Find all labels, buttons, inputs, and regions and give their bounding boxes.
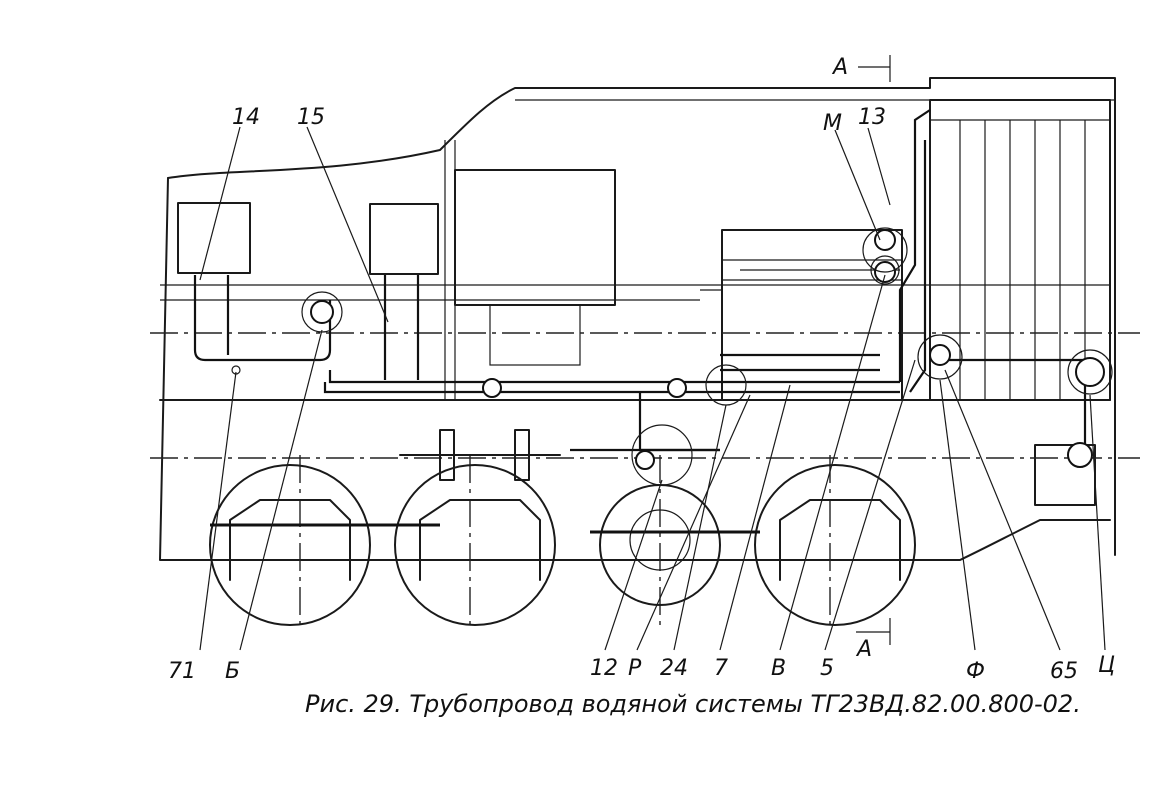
label-13: 13 xyxy=(858,105,886,130)
locomotive-body xyxy=(159,77,1116,561)
leader-lines xyxy=(199,126,1106,651)
label-ts-cyr: Ц xyxy=(1098,653,1115,678)
bottom-labels: 71 Б 12 Р 24 7 В 5 Ф 65 Ц xyxy=(168,653,1115,684)
callout-circles xyxy=(301,227,1113,486)
section-marker-bottom: А xyxy=(855,618,891,662)
label-12: 12 xyxy=(590,656,618,681)
engine-block xyxy=(454,169,903,401)
figure-caption: Рис. 29. Трубопровод водяной системы ТГ2… xyxy=(305,690,1081,718)
top-labels: 14 15 М 13 xyxy=(232,105,886,136)
left-water-tank xyxy=(177,202,251,274)
section-marker-top-label: А xyxy=(831,55,848,80)
label-r-cyr: Р xyxy=(628,656,642,681)
label-v-cyr: В xyxy=(771,656,786,681)
label-14: 14 xyxy=(232,105,260,130)
wheelset xyxy=(209,429,916,626)
label-7: 7 xyxy=(714,656,728,681)
main-pipeline xyxy=(193,109,1087,452)
section-marker-bottom-label: А xyxy=(855,637,872,662)
label-b-cyr: Б xyxy=(225,659,240,684)
label-m: М xyxy=(823,111,842,136)
label-f-cyr: Ф xyxy=(966,659,985,684)
label-5: 5 xyxy=(820,656,834,681)
label-24: 24 xyxy=(660,656,688,681)
section-marker-top: А xyxy=(831,55,891,82)
valves xyxy=(231,229,1105,470)
label-71: 71 xyxy=(168,659,196,684)
label-15: 15 xyxy=(297,105,325,130)
centerlines xyxy=(150,332,1140,630)
radiator-section xyxy=(929,99,1111,506)
middle-water-tank xyxy=(369,203,439,275)
label-65: 65 xyxy=(1050,659,1078,684)
